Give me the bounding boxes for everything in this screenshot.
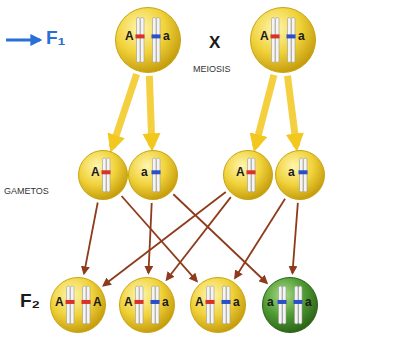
cell-sphere [250,7,316,73]
fertilization-arrow [173,194,266,283]
chromosome [135,286,144,324]
cell-sphere [78,150,128,200]
allele-letter: a [163,30,170,42]
chromosome [294,286,303,324]
generation-label: F₂ [20,290,40,312]
allele-letter: a [305,296,312,308]
allele-letter: a [162,296,169,308]
cell: AA [50,277,106,333]
cell: a [275,150,325,200]
allele-letter: A [195,296,204,308]
cell-body [120,278,175,333]
chromosome [102,158,111,192]
allele-letter: a [141,166,148,178]
allele-letter: A [91,166,100,178]
allele-letter: A [125,30,134,42]
allele-letter: a [288,166,295,178]
cell-sphere [115,7,181,73]
cell-sphere [128,150,178,200]
fertilization-arrow [148,203,151,273]
chromosome [271,18,280,63]
allele-letter: A [93,296,102,308]
cell: Aa [250,7,316,73]
cell: Aa [190,277,246,333]
process-label: MEIOSIS [193,64,231,74]
allele-letter: A [55,296,64,308]
cell-body [191,278,246,333]
cell: Aa [119,277,175,333]
fertilization-arrow [84,202,98,273]
allele-letter: a [298,30,305,42]
allele-letter: a [233,296,240,308]
meiosis-arrow [287,76,296,147]
cell-body [129,151,178,200]
chromosome [66,286,75,324]
fertilization-arrow [167,197,231,280]
meiosis-arrow [112,74,136,147]
generation-label: F₁ [46,27,65,49]
cell-body [224,151,273,200]
allele-letter: A [124,296,133,308]
meiosis-arrow [255,75,274,147]
meiosis-arrow [149,76,152,146]
cell: aa [262,277,318,333]
allele-letter: A [236,166,245,178]
cross-symbol: X [209,33,220,53]
chromosome [247,158,256,192]
row-label: GAMETOS [4,186,49,196]
cell: A [223,150,273,200]
chromosome [136,18,145,63]
cell-body [79,151,128,200]
fertilization-arrow [292,203,297,273]
fertilization-arrow [122,196,197,281]
cell-body [263,278,318,333]
fertilization-arrow [235,199,285,278]
allele-letter: a [267,296,274,308]
cell-body [51,278,106,333]
chromosome [151,286,160,324]
cell-sphere [275,150,325,200]
chromosome [299,158,308,192]
chromosome [152,18,161,63]
cell-sphere [223,150,273,200]
cell-body [276,151,325,200]
pointer-arrow [6,39,40,42]
chromosome [206,286,215,324]
allele-letter: A [260,30,269,42]
cell-body [251,8,316,73]
chromosome [152,158,161,192]
chromosome [287,18,296,63]
cell-body [116,8,181,73]
fertilization-arrow [103,192,225,286]
cell: Aa [115,7,181,73]
chromosome [82,286,91,324]
cell: a [128,150,178,200]
chromosome [222,286,231,324]
chromosome [278,286,287,324]
cell: A [78,150,128,200]
